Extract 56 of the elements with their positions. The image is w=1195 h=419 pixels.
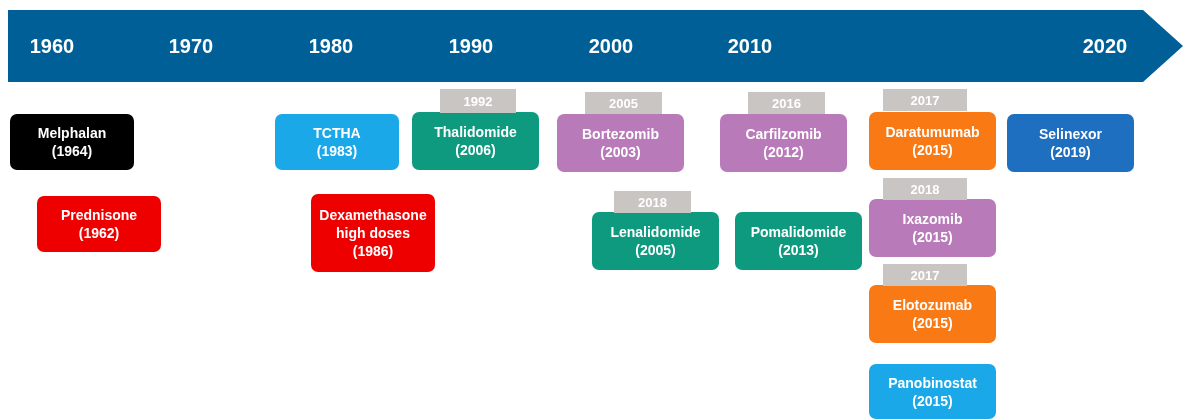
drug-name: Prednisone [60,206,138,224]
drug-name: Pomalidomide [750,223,847,241]
year-tag: 2017 [883,264,967,286]
drug-name: Ixazomib [902,210,963,228]
drug-name: Selinexor [1039,125,1102,143]
drug-box [720,114,847,172]
approval-year: (1962) [78,224,120,242]
drug-box [735,212,862,270]
drug-name: Carfilzomib [745,125,822,143]
approval-year: (2005) [635,241,676,259]
drug-box [37,196,161,252]
approval-year: (2015) [912,141,953,159]
drug-box [275,114,399,170]
year-tag: 2016 [748,92,825,114]
year-label: 2010 [727,35,773,58]
year-tag: 2018 [614,191,691,213]
drug-name: Melphalan [37,124,107,142]
approval-year: (2003) [600,143,641,161]
year-tag: 1992 [440,89,516,113]
drug-box [10,114,134,170]
drug-name: Bortezomib [582,125,659,143]
year-label: 1990 [448,35,494,58]
drug-name: Lenalidomide [610,223,701,241]
drug-box [869,112,996,170]
drug-name: Dexamethasone high doses [318,206,428,242]
drug-name: Panobinostat [888,373,977,392]
year-tag: 2017 [883,89,967,111]
approval-year: (2006) [455,141,496,159]
approval-year: (1986) [352,242,394,260]
year-label: 1960 [29,35,75,58]
approval-year: (2012) [763,143,804,161]
drug-box [311,194,435,272]
approval-year: (2013) [778,241,819,259]
approval-year: (2019) [1050,143,1091,161]
year-label: 2000 [588,35,634,58]
approval-year: (2015) [912,391,953,410]
drug-box [869,364,996,419]
drug-box [869,285,996,343]
year-label: 1980 [308,35,354,58]
year-label: 2020 [1082,35,1128,58]
approval-year: (1964) [51,142,93,160]
drug-box [412,112,539,170]
year-label: 1970 [168,35,214,58]
drug-box [557,114,684,172]
approval-year: (2015) [912,228,953,246]
drug-box [592,212,719,270]
drug-box [869,199,996,257]
drug-name: TCTHA [313,124,361,142]
approval-year: (2015) [912,314,953,332]
drug-box [1007,114,1134,172]
year-tag: 2018 [883,178,967,200]
approval-year: (1983) [316,142,358,160]
drug-name: Elotozumab [892,296,973,314]
drug-name: Thalidomide [434,123,517,141]
drug-name: Daratumumab [885,123,980,141]
year-tag: 2005 [585,92,662,114]
